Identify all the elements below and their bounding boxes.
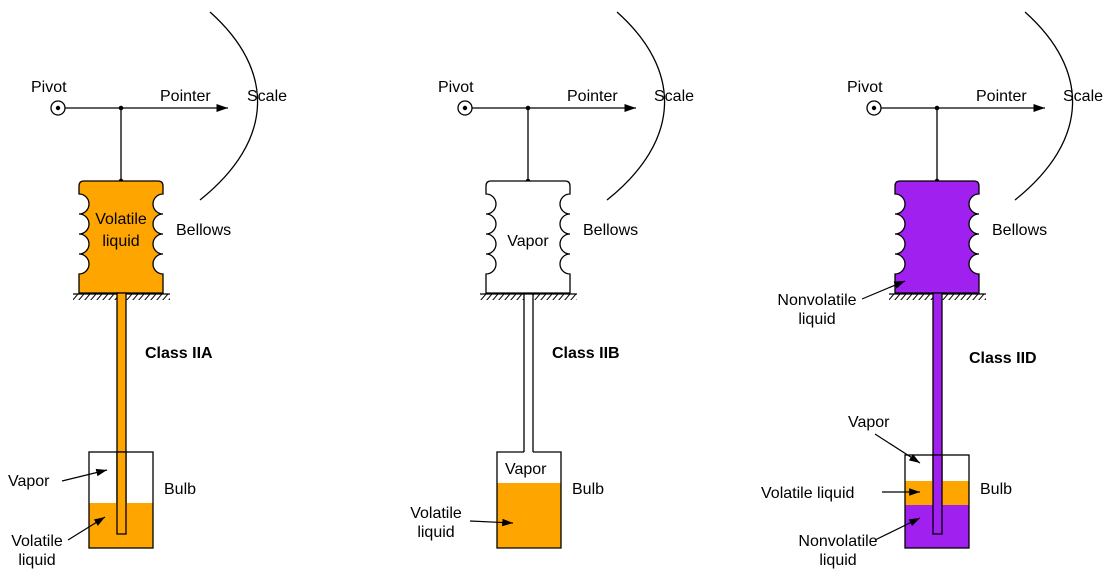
pointer-label: Pointer [160,88,211,105]
bellows [485,180,571,294]
scale-label: Scale [1063,88,1103,105]
vapor-arrow [61,468,108,482]
nonvolatile-liquid-label-line2: liquid [819,552,856,569]
bellows-contents-line1: Volatile [95,211,147,228]
bellows-contents-line2: liquid [798,311,835,328]
class-label: Class IID [969,350,1037,367]
ground-hatch-right [942,294,986,300]
nonvolatile-liquid-label-line1: Nonvolatile [798,533,877,550]
pivot-label: Pivot [438,79,474,96]
ground-hatch-right [533,294,577,300]
vapor-label: Vapor [848,414,890,431]
volatile-liquid-label: Volatile liquid [761,485,854,502]
liquid-arrow [469,518,514,527]
vapor-label: Vapor [505,461,547,478]
diagram-class-iia: Pivot Pointer Scale Volatile liquid Bell… [8,11,287,569]
bulb [496,451,562,549]
liquid-label-line1: Volatile [11,533,63,550]
bellows [894,180,980,294]
ground-hatch-left [73,294,117,300]
ground-hatch-left [480,294,524,300]
ground-hatch-left [889,294,933,300]
pivot-icon [50,100,66,116]
bulb-label: Bulb [572,481,604,498]
scale-label: Scale [654,88,694,105]
ground-hatch-right [126,294,170,300]
scale-label: Scale [247,88,287,105]
liquid-arrow [67,516,106,541]
vapor-label: Vapor [8,473,50,490]
scale-arc [1014,11,1074,201]
bulb-liquid [497,483,561,548]
bellows-contents-line1: Nonvolatile [777,292,856,309]
liquid-label-line2: liquid [18,552,55,569]
scale-arc [199,11,259,201]
bellows-contents-line2: liquid [102,233,139,250]
class-label: Class IIB [552,345,620,362]
diagram-class-iid: Pivot Pointer Scale Bellows Nonvolatile … [761,11,1103,569]
liquid-label-line1: Volatile [410,505,462,522]
diagram-class-iib: Pivot Pointer Scale Vapor Bellows Class … [410,11,694,549]
bellows-contents: Vapor [507,233,549,250]
nonvolatile-liquid-arrow [874,517,921,541]
bellows-label: Bellows [583,222,638,239]
bellows-label: Bellows [176,222,231,239]
bulb-label: Bulb [980,481,1012,498]
pivot-label: Pivot [847,79,883,96]
vapor-arrow [874,433,921,464]
bellows [78,180,164,294]
pointer-label: Pointer [976,88,1027,105]
pivot-icon [457,100,473,116]
class-label: Class IIA [145,345,213,362]
pivot-label: Pivot [31,79,67,96]
pivot-icon [866,100,882,116]
bulb-label: Bulb [164,481,196,498]
bellows-label: Bellows [992,222,1047,239]
pointer-label: Pointer [567,88,618,105]
liquid-label-line2: liquid [417,524,454,541]
nonvolatile-bellows-arrow [861,280,906,300]
scale-arc [606,11,666,201]
